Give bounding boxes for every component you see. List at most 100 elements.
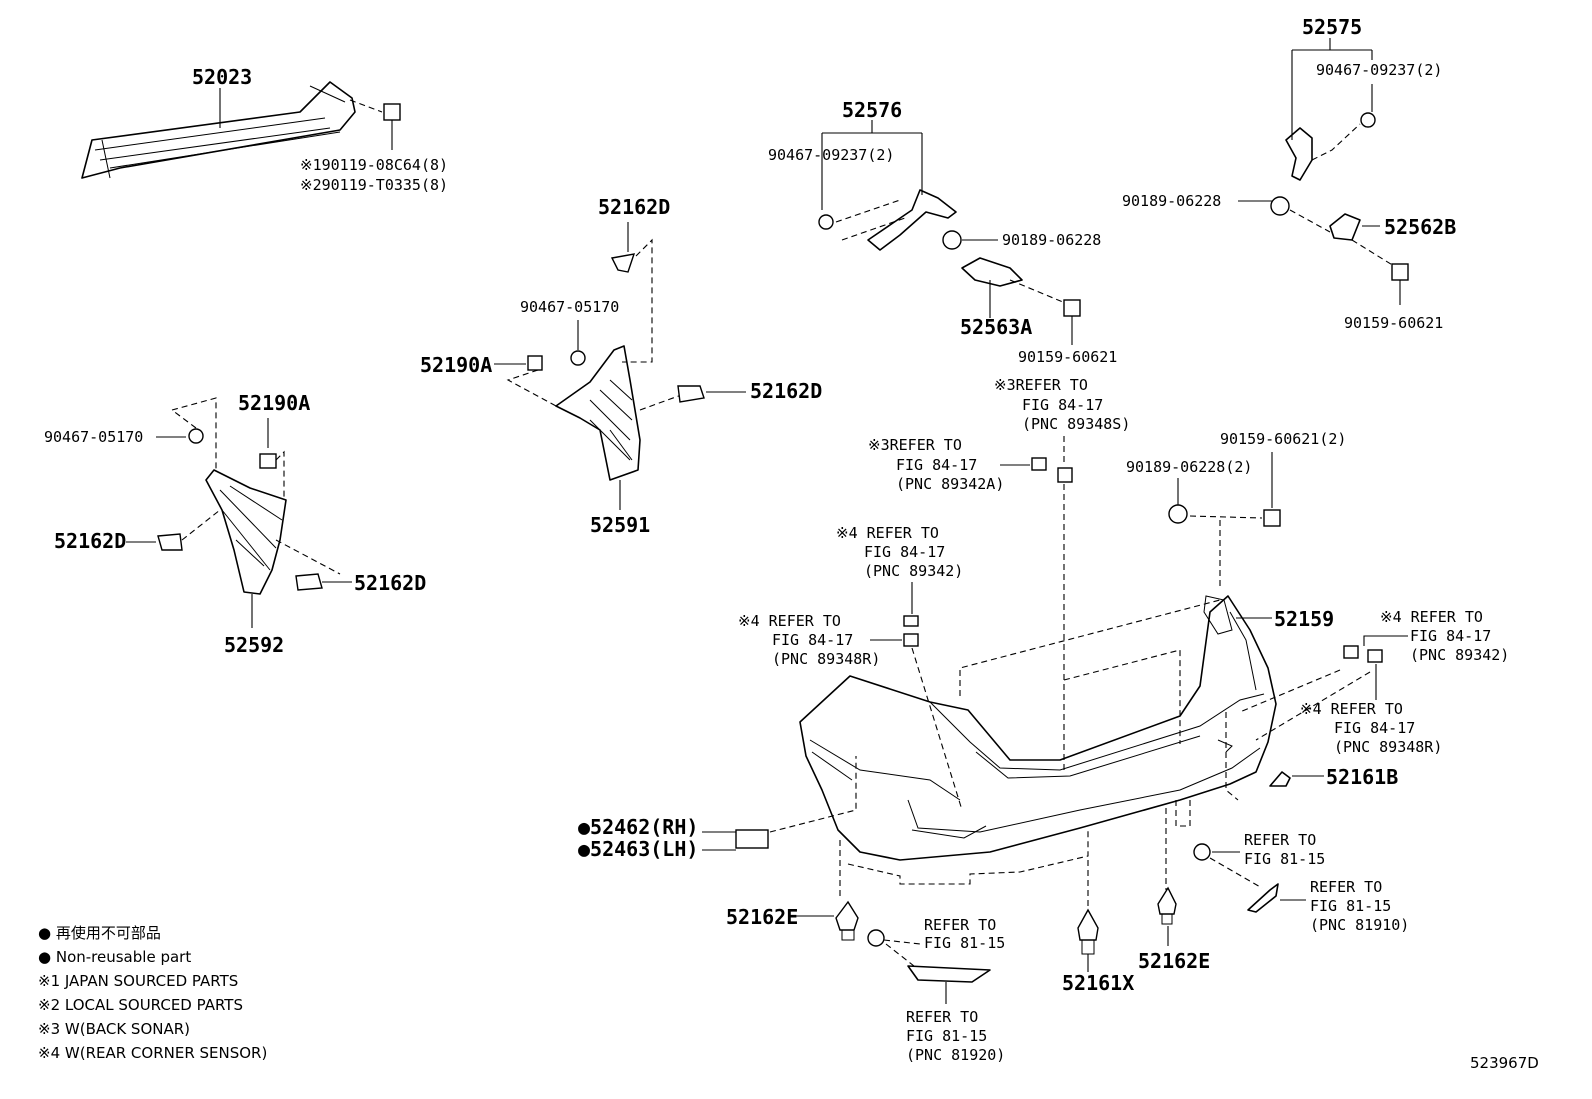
bolt-icon [349,99,401,121]
legend-item: ※1 JAPAN SOURCED PARTS [38,972,238,990]
part-number: 52562B [1384,215,1456,239]
svg-text:REFER TO: REFER TO [1310,878,1382,896]
part-number: 90467-09237(2) [768,146,894,164]
svg-text:※4 REFER TO: ※4 REFER TO [738,612,841,630]
svg-text:FIG 81-15: FIG 81-15 [1310,897,1391,915]
part-number: 52190A [238,391,310,415]
svg-text:FIG 84-17: FIG 84-17 [864,543,945,561]
screw-icon [1193,843,1211,861]
clip-icon [188,428,204,444]
part-number: 52023 [192,65,252,89]
sensor-icon [1367,649,1383,663]
bracket-52591[interactable] [555,345,641,481]
part-number: 90467-05170 [44,428,143,446]
svg-text:REFER TO: REFER TO [924,916,996,934]
part-number: 52159 [1274,607,1334,631]
clip-icon [677,385,705,403]
part-number: ●52462(RH) [578,815,698,839]
clip-icon [295,573,323,591]
reference-callout: ※4 REFER TO FIG 84-17 (PNC 89342) [1380,608,1509,664]
svg-text:FIG 84-17: FIG 84-17 [1410,627,1491,645]
pad-52462-52463[interactable] [735,829,769,849]
retainer-52162E-right[interactable] [1157,886,1177,925]
bracket-52563A[interactable] [961,257,1023,287]
screw-icon [1168,504,1188,524]
bolt-icon [1391,263,1409,281]
svg-text:FIG 81-15: FIG 81-15 [1244,850,1325,868]
svg-text:FIG 81-15: FIG 81-15 [906,1027,987,1045]
reference-callout: REFER TO FIG 81-15 [1244,831,1325,868]
part-number: 52162D [354,571,426,595]
svg-text:※3REFER TO: ※3REFER TO [994,376,1088,394]
reference-callout: ※4 REFER TO FIG 84-17 (PNC 89348R) [738,612,880,668]
reinforcement-bar-52023[interactable] [81,81,356,179]
part-number: 90159-60621(2) [1220,430,1346,448]
nut-icon [259,453,277,469]
nut-icon [527,355,543,371]
sensor-icon [1057,467,1073,483]
screw-icon [867,929,885,947]
reference-callout: ※4 REFER TO FIG 84-17 (PNC 89342) [836,524,963,580]
bracket-52592[interactable] [205,469,287,595]
svg-text:※4 REFER TO: ※4 REFER TO [1300,700,1403,718]
retainer-52161X[interactable] [1077,908,1099,955]
svg-text:FIG 84-17: FIG 84-17 [1022,396,1103,414]
part-number: 52190A [420,353,492,377]
svg-text:(PNC 89342): (PNC 89342) [864,562,963,580]
reference-callout: REFER TO FIG 81-15 (PNC 81920) [906,1008,1005,1064]
screw-icon [942,230,962,250]
part-number: ※290119-T0335(8) [300,176,448,194]
part-number: 52162D [598,195,670,219]
rear-bumper-cover-52159[interactable] [799,595,1277,861]
svg-text:REFER TO: REFER TO [1244,831,1316,849]
svg-text:※4 REFER TO: ※4 REFER TO [1380,608,1483,626]
part-number: 52576 [842,98,902,122]
reference-callout: ※3REFER TO FIG 84-17 (PNC 89348S) [994,376,1130,433]
legend-item: ● Non-reusable part [38,948,191,966]
retainer-52161B[interactable] [1269,771,1291,787]
legend-item: ※4 W(REAR CORNER SENSOR) [38,1044,267,1062]
svg-text:(PNC 89348R): (PNC 89348R) [772,650,880,668]
part-number: 52162D [54,529,126,553]
part-number: 52161X [1062,971,1134,995]
reference-callout: REFER TO FIG 81-15 [924,916,1005,952]
part-number: 90467-05170 [520,298,619,316]
svg-text:REFER TO: REFER TO [906,1008,978,1026]
part-number: ※190119-08C64(8) [300,156,448,174]
clip-icon [1360,112,1376,128]
clip-icon [818,214,834,230]
bracket-52575[interactable] [1285,123,1361,181]
legend-item: ※3 W(BACK SONAR) [38,1020,190,1038]
part-number: 90159-60621 [1344,314,1443,332]
bolt-icon [1263,509,1281,527]
svg-text:(PNC 81910): (PNC 81910) [1310,916,1409,934]
diagram-id: 523967D [1470,1054,1539,1072]
reference-callout: ※3REFER TO FIG 84-17 (PNC 89342A) [868,436,1004,493]
reflector-81910[interactable] [1247,883,1279,913]
svg-text:FIG 81-15: FIG 81-15 [924,934,1005,952]
bracket-52562B[interactable] [1329,213,1361,241]
svg-text:(PNC 89342): (PNC 89342) [1410,646,1509,664]
reflector-81920[interactable] [907,965,991,983]
svg-text:FIG 84-17: FIG 84-17 [896,456,977,474]
bracket-52576[interactable] [835,189,957,251]
part-number: 52162D [750,379,822,403]
sensor-icon [1343,645,1359,659]
legend-item: ● 再使用不可部品 [38,924,161,942]
sensor-icon [903,615,919,627]
clip-icon [157,533,183,551]
svg-text:FIG 84-17: FIG 84-17 [772,631,853,649]
svg-text:※3REFER TO: ※3REFER TO [868,436,962,454]
svg-text:(PNC 89342A): (PNC 89342A) [896,475,1004,493]
part-number: 90467-09237(2) [1316,61,1442,79]
bolt-icon [1063,299,1081,317]
clip-icon [610,253,636,273]
svg-text:※4 REFER TO: ※4 REFER TO [836,524,939,542]
reference-callout: REFER TO FIG 81-15 (PNC 81910) [1310,878,1409,934]
retainer-52162E-left[interactable] [835,900,859,941]
part-number: 52592 [224,633,284,657]
part-number: ●52463(LH) [578,837,698,861]
svg-text:(PNC 89348R): (PNC 89348R) [1334,738,1442,756]
part-number: 52162E [726,905,798,929]
